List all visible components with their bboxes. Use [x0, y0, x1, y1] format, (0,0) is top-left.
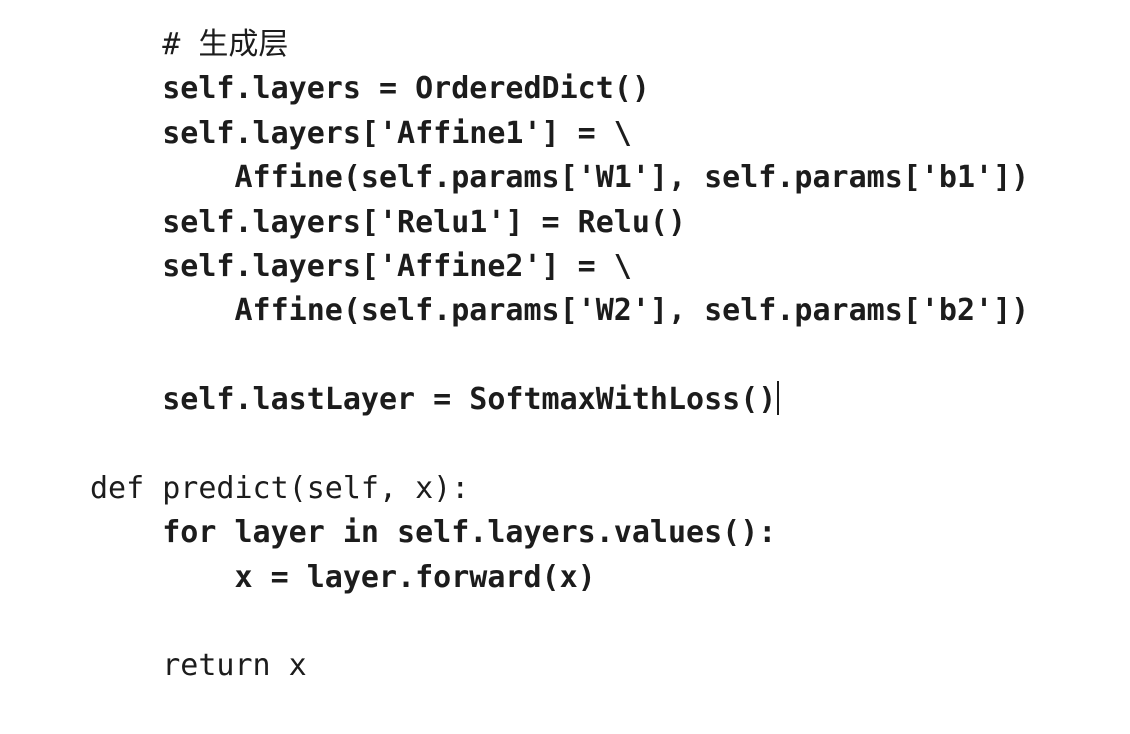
code-line: x = layer.forward(x): [234, 559, 596, 595]
code-line: self.layers['Affine2'] = \: [162, 248, 632, 284]
code-line: self.lastLayer = SoftmaxWithLoss(): [90, 378, 1029, 422]
blank-line: [90, 423, 1029, 467]
code-line: for layer in self.layers.values():: [162, 515, 777, 551]
code-line: self.layers = OrderedDict(): [162, 71, 650, 107]
code-line: self.layers['Relu1'] = Relu(): [162, 204, 687, 240]
code-line-comment: # 生成层: [162, 27, 289, 62]
code-line-return: return x: [162, 648, 307, 684]
text-cursor: [777, 381, 780, 416]
blank-line: [90, 334, 1029, 378]
code-line: Affine(self.params['W1'], self.params['b…: [234, 160, 1030, 196]
blank-line: [90, 600, 1029, 644]
code-line: self.layers['Affine1'] = \: [162, 115, 632, 151]
code-line: Affine(self.params['W2'], self.params['b…: [234, 293, 1030, 329]
code-block[interactable]: # 生成层 self.layers = OrderedDict() self.l…: [90, 23, 1029, 689]
code-line-def: def predict(self, x):: [90, 470, 470, 506]
